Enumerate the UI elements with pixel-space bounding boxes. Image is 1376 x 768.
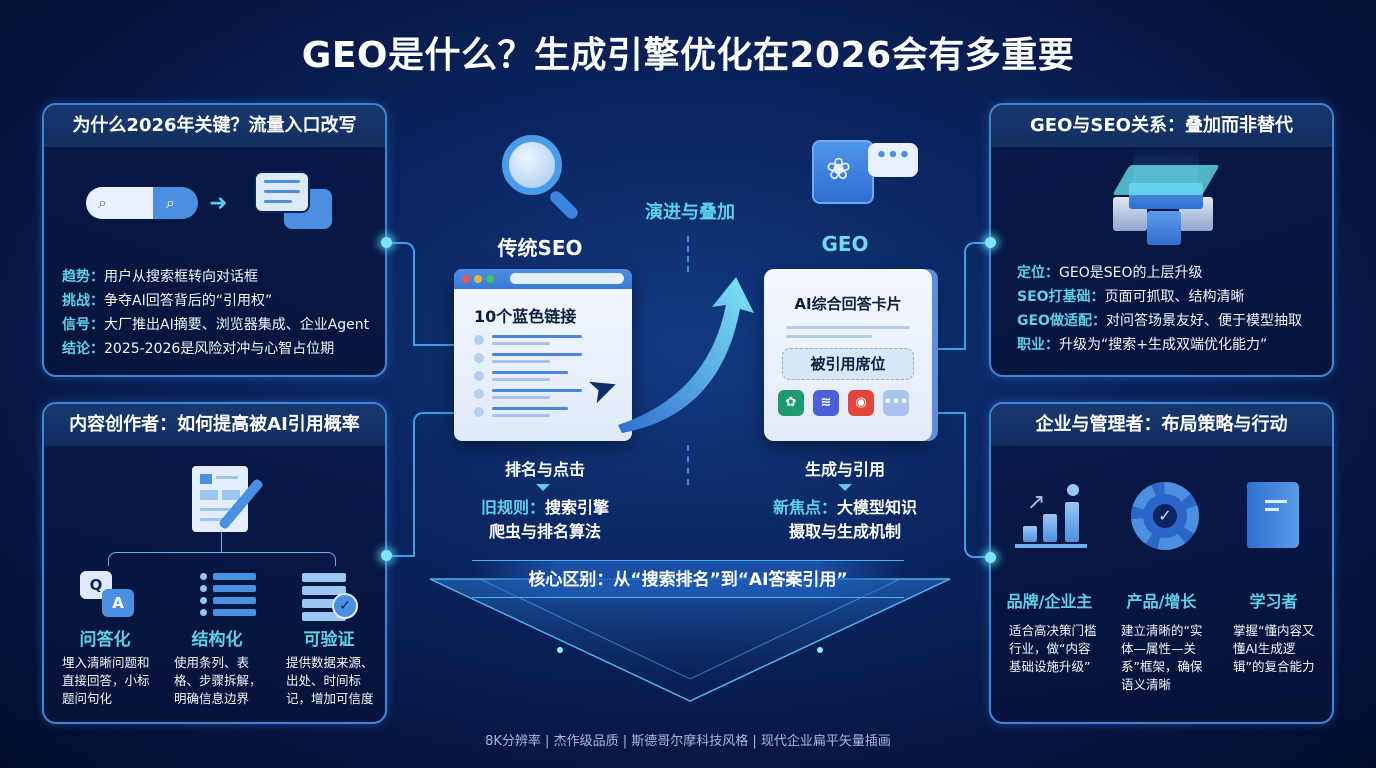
evolution-arrow-icon [618,277,754,433]
tip-qa: Q A 问答化 埋入清晰问题和直接回答，小标题问句化 [50,569,160,708]
ai-app-icons: ✿ ≋ ◉ ••• [778,390,932,416]
flow-illustration: ⌕ ⌕ ➜ [44,147,385,247]
panel-header: GEO与SEO关系：叠加而非替代 [991,105,1332,147]
gear-check-icon: ✓ [1121,482,1201,552]
magnifier-icon [502,135,562,195]
role-product-growth: 产品/增长 建立清晰的“实体—属性—关系”框架，确保语义清晰 [1121,592,1203,692]
search-result [474,371,632,381]
ai-answer-card: AI综合回答卡片 被引用席位 ✿ ≋ ◉ ••• [764,269,932,441]
check-icon: ✓ [332,593,358,619]
weibo-app-icon: ◉ [848,390,874,416]
list-item: 趋势：用户从搜索框转向对话框 [62,269,258,285]
divider-dashed [687,445,689,485]
connector-line [387,555,415,557]
citation-slot: 被引用席位 [782,348,914,380]
search-icon: ⌕ [98,193,107,212]
arrow-right-icon: ➜ [209,191,228,216]
search-result [474,353,632,363]
triangle-down-icon [838,484,852,491]
qa-icon: Q A [50,569,160,621]
list-item: 结论：2025-2026是风险对冲与心智占位期 [62,341,335,357]
chat-bubble-icon [254,171,310,213]
search-result [474,335,632,345]
connector-node [985,552,996,563]
role-learner: 学习者 掌握“懂内容又懂AI生成逻辑”的复合能力 [1233,592,1315,674]
panel-header: 内容创作者：如何提高被AI引用概率 [44,404,385,446]
connector-line [108,552,336,566]
list-item: SEO打基础：页面可抓取、结构清晰 [1017,289,1245,305]
list-icon [162,569,272,621]
seo-subtitle: 排名与点击 [504,460,585,479]
panel-header: 企业与管理者：布局策略与行动 [991,404,1332,446]
connector-line [221,532,222,552]
seo-label: 传统SEO [497,236,583,260]
more-apps-icon: ••• [883,390,909,416]
triangle-down-icon [536,484,550,491]
card-title: AI综合回答卡片 [794,295,902,313]
panel-header: 为什么2026年关键？流量入口改写 [44,105,385,147]
search-result [474,407,632,417]
list-item: 挑战：争夺AI回答背后的“引用权” [62,293,273,309]
browser-titlebar [454,269,632,289]
divider-dashed [687,236,689,272]
connector-line [413,412,455,557]
tip-verifiable: ✓ 可验证 提供数据来源、出处、时间标记，增加可信度 [274,569,384,708]
magnifier-handle [547,188,581,222]
connector-node [381,237,392,248]
list-item: GEO做适配：对问答场景友好、便于模型抽取 [1017,313,1302,329]
ai-chip-brain-icon: ❀ [812,140,874,204]
relation-points-list: 定位：GEO是SEO的上层升级 SEO打基础：页面可抓取、结构清晰 GEO做适配… [1017,261,1302,357]
connector-line [932,412,966,414]
search-icon: ⌕ [166,193,175,212]
core-difference-banner: 核心区别：从“搜索排名”到“AI答案引用” [472,560,904,598]
connector-line [413,344,455,346]
list-item: 信号：大厂推出AI摘要、浏览器集成、企业Agent [62,317,370,333]
geo-subtitle: 生成与引用 [804,460,885,479]
panel-geo-seo-relation: GEO与SEO关系：叠加而非替代 定位：GEO是SEO的上层升级 SEO打基础：… [989,103,1334,377]
panel-why-2026: 为什么2026年关键？流量入口改写 ⌕ ⌕ ➜ 趋势：用户从搜索框转向对话框 挑… [42,103,387,377]
footer-caption: 8K分辨率 | 杰作级品质 | 斯德哥尔摩科技风格 | 现代企业扁平矢量插画 [485,734,891,749]
seo-rule: 旧规则：搜索引擎 爬虫与排名算法 [480,498,610,541]
growth-chart-icon: ↗ [1015,482,1095,552]
connector-line [964,242,991,350]
connector-line [964,412,991,558]
wenxin-app-icon: ≋ [813,390,839,416]
connector-node [985,237,996,248]
evolution-label: 演进与叠加 [645,202,735,223]
connector-line [387,242,415,346]
serp-browser-window: 10个蓝色链接 [454,269,632,441]
panel-enterprise-strategy: 企业与管理者：布局策略与行动 ↗ ✓ 品牌/企业主 适合高决策门槛行业，做“内容… [989,402,1334,724]
search-bar-icon: ⌕ ⌕ [86,187,198,219]
tip-structured: 结构化 使用条列、表格、步骤拆解，明确信息边界 [162,569,272,708]
connector-node [381,550,392,561]
list-item: 定位：GEO是SEO的上层升级 [1017,265,1203,281]
geo-label: GEO [821,232,869,256]
panel-content-creators: 内容创作者：如何提高被AI引用概率 Q A 问答化 埋入清晰问题和直接回答，小标… [42,402,387,724]
geo-rule: 新焦点：大模型知识 摄取与生成机制 [772,498,918,541]
serp-title: 10个蓝色链接 [474,307,577,326]
page-title: GEO是什么？生成引擎优化在2026会有多重要 [301,35,1075,76]
key-points-list: 趋势：用户从搜索框转向对话框 挑战：争夺AI回答背后的“引用权” 信号：大厂推出… [44,247,385,361]
chat-dots-icon: ••• [868,143,918,177]
verified-data-icon: ✓ [274,569,384,621]
role-brand-owner: 品牌/企业主 适合高决策门槛行业，做“内容基础设施升级” [1006,592,1097,674]
book-icon [1231,482,1311,552]
search-result [474,389,632,399]
chatgpt-app-icon: ✿ [778,390,804,416]
address-bar [510,273,624,284]
connector-line [932,348,966,350]
list-item: 职业：升级为“搜索+生成双端优化能力” [1017,337,1268,353]
